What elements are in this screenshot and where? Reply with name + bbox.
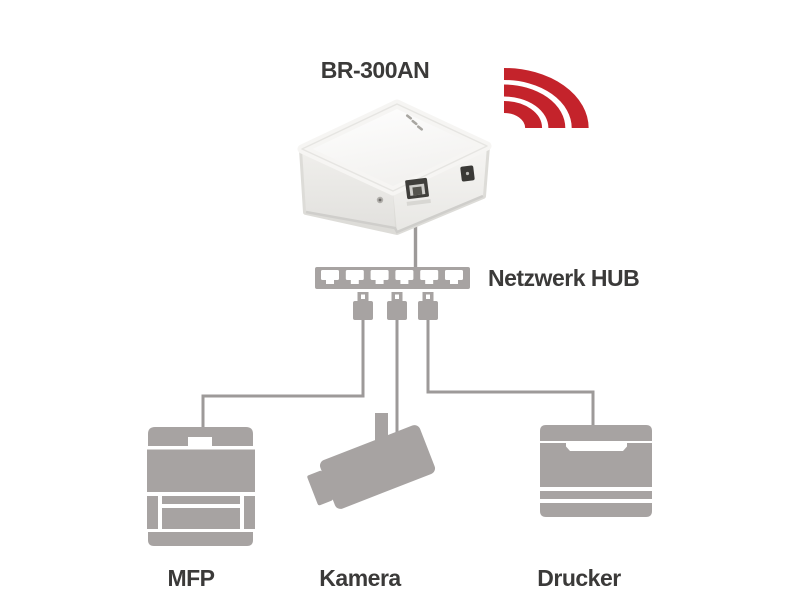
drucker-label: Drucker (537, 565, 621, 591)
rj45-plug-icon (418, 292, 438, 320)
power-jack (460, 165, 475, 182)
network-hub-icon (315, 267, 470, 289)
reset-hole (376, 196, 384, 204)
printer-icon (540, 425, 652, 517)
access-point-device (297, 99, 492, 235)
hub-label: Netzwerk HUB (488, 265, 640, 291)
cctv-camera-icon (307, 413, 436, 509)
device-left-face (302, 149, 395, 228)
device-cables (201, 318, 595, 434)
cable-ap-to-hub (413, 196, 418, 268)
camera-lens (307, 470, 333, 506)
camera-body (319, 425, 436, 509)
access-point-model-label: BR-300AN (320, 57, 430, 83)
multifunction-printer-icon (147, 427, 255, 546)
wifi-signal-icon (503, 67, 589, 129)
hub-ports (321, 270, 463, 284)
cable-to-mfp (201, 318, 365, 428)
lan-port (405, 177, 431, 206)
led-indicators (405, 114, 424, 131)
mfp-label: MFP (167, 565, 215, 591)
rj45-plugs (353, 292, 438, 320)
rj45-plug-icon (353, 292, 373, 320)
cable-to-drucker (426, 318, 595, 428)
rj45-plug-icon (387, 292, 407, 320)
kamera-label: Kamera (319, 565, 401, 591)
